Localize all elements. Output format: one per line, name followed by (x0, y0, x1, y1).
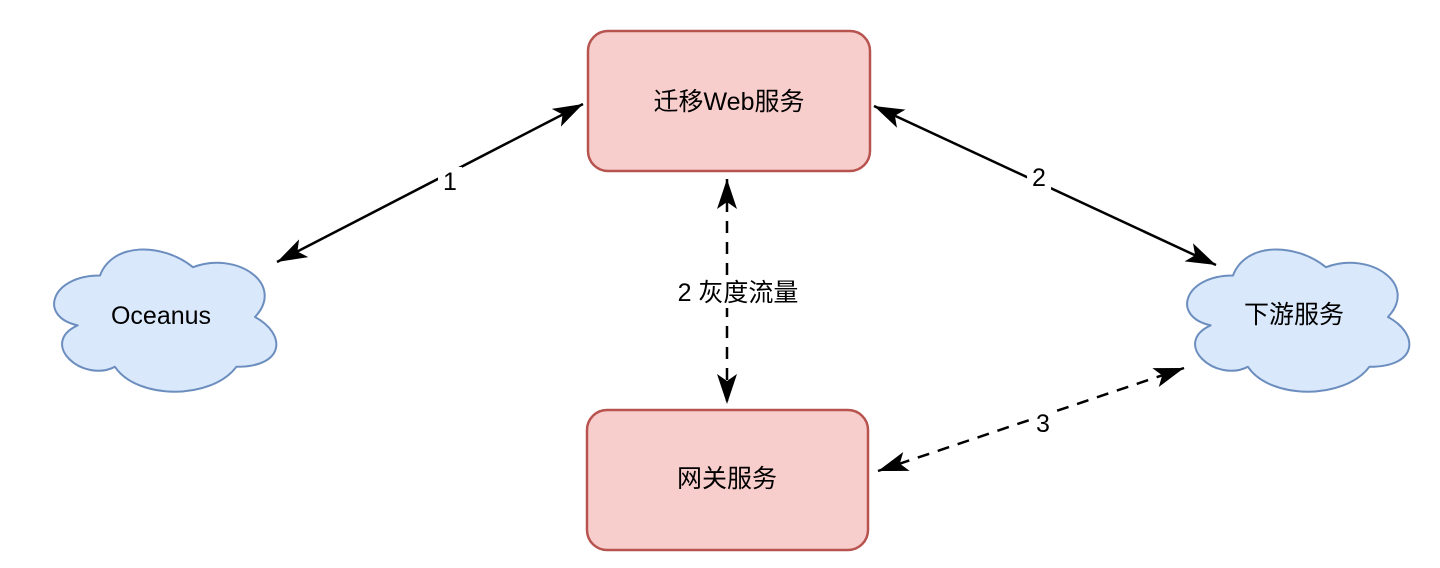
gateway-label: 网关服务 (676, 465, 778, 493)
edge-label-2: 2 (1027, 163, 1051, 193)
gateway-box-shape (585, 408, 870, 552)
edge-label-gray-traffic: 2 灰度流量 (672, 278, 804, 308)
migration-web-box-shape (586, 29, 872, 173)
migration-web-label: 迁移Web服务 (653, 88, 805, 116)
oceanus-cloud-shape (53, 248, 278, 393)
downstream-label: 下游服务 (1243, 301, 1345, 329)
edge-oceanus-migration-line (276, 102, 584, 264)
edge-label-1: 1 (438, 167, 462, 197)
edge-gateway-downstream-line (877, 366, 1185, 473)
downstream-cloud-shape (1186, 248, 1411, 393)
oceanus-label: Oceanus (110, 302, 212, 330)
edge-label-3: 3 (1031, 409, 1055, 439)
